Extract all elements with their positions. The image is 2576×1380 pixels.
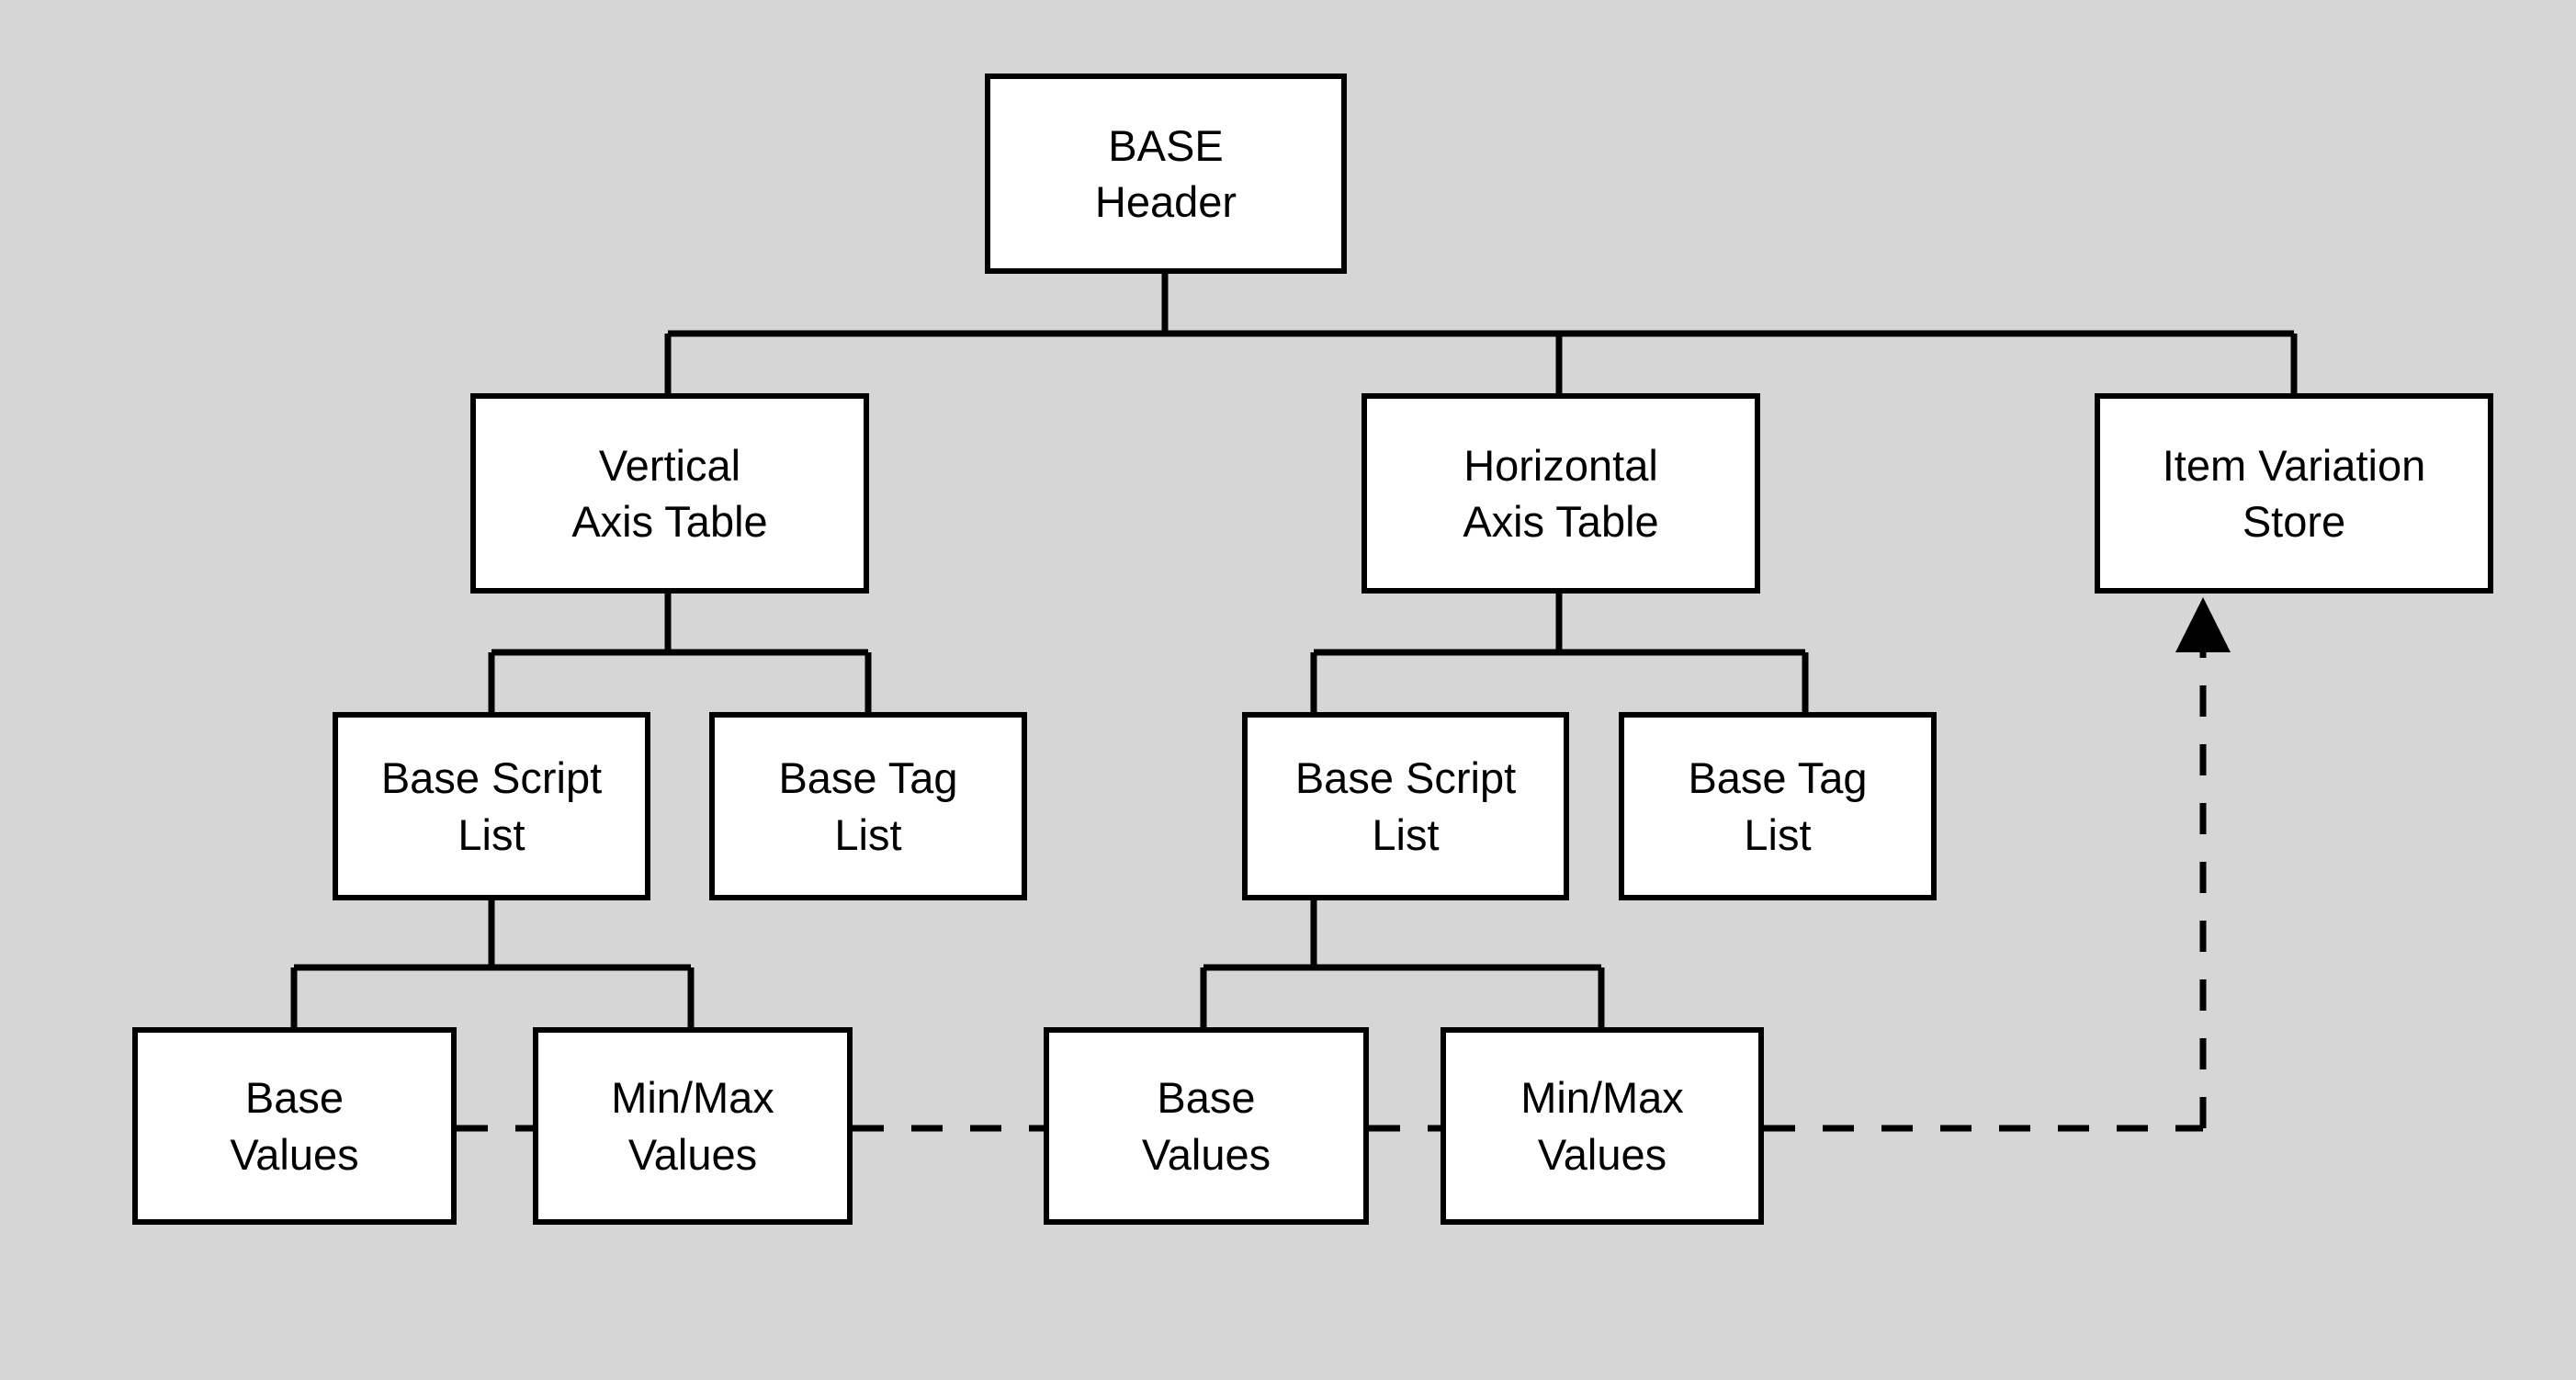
node-vertical-axis-table[interactable]: Vertical Axis Table xyxy=(470,393,869,594)
node-label-line2: Header xyxy=(1094,177,1237,226)
node-horizontal-base-script-list[interactable]: Base Script List xyxy=(1242,712,1569,900)
node-label-line1: Item Variation xyxy=(2162,440,2426,490)
node-label-line1: Base Tag xyxy=(778,753,958,803)
node-vertical-base-tag-list[interactable]: Base Tag List xyxy=(709,712,1027,900)
node-vertical-minmax-values[interactable]: Min/Max Values xyxy=(533,1027,853,1225)
node-label-line2: Store xyxy=(2242,497,2346,546)
node-label-line1: Base xyxy=(244,1073,345,1123)
node-vertical-base-script-list[interactable]: Base Script List xyxy=(333,712,650,900)
node-label-line1: Vertical xyxy=(598,440,741,490)
node-vertical-base-values[interactable]: Base Values xyxy=(132,1027,457,1225)
node-label-line2: List xyxy=(1372,809,1440,859)
node-label-line2: Axis Table xyxy=(571,497,768,546)
node-base-header[interactable]: BASE Header xyxy=(985,74,1347,274)
node-label-line1: Horizontal xyxy=(1463,440,1658,490)
node-horizontal-axis-table[interactable]: Horizontal Axis Table xyxy=(1361,393,1760,594)
node-label-line1: Base xyxy=(1157,1073,1256,1123)
node-label-line2: List xyxy=(458,809,525,859)
node-label-line2: Values xyxy=(627,1129,758,1179)
node-label-line1: Base Script xyxy=(1294,753,1517,803)
node-label-line1: Base Script xyxy=(380,753,603,803)
node-label-line2: Values xyxy=(1141,1129,1271,1179)
node-horizontal-base-values[interactable]: Base Values xyxy=(1044,1027,1369,1225)
node-label-line2: List xyxy=(834,809,902,859)
node-horizontal-base-tag-list[interactable]: Base Tag List xyxy=(1619,712,1937,900)
node-label-line2: Values xyxy=(1537,1129,1667,1179)
arrowhead-icon xyxy=(2175,597,2231,652)
node-label-line1: Base Tag xyxy=(1688,753,1868,803)
node-label-line2: Values xyxy=(230,1129,359,1179)
node-label-line2: Axis Table xyxy=(1463,497,1659,546)
node-label-line2: List xyxy=(1744,809,1812,859)
node-label-line1: Min/Max xyxy=(1520,1073,1684,1123)
node-label-line1: Min/Max xyxy=(611,1073,774,1123)
node-item-variation-store[interactable]: Item Variation Store xyxy=(2095,393,2493,594)
node-horizontal-minmax-values[interactable]: Min/Max Values xyxy=(1441,1027,1764,1225)
node-label-line1: BASE xyxy=(1108,120,1224,170)
